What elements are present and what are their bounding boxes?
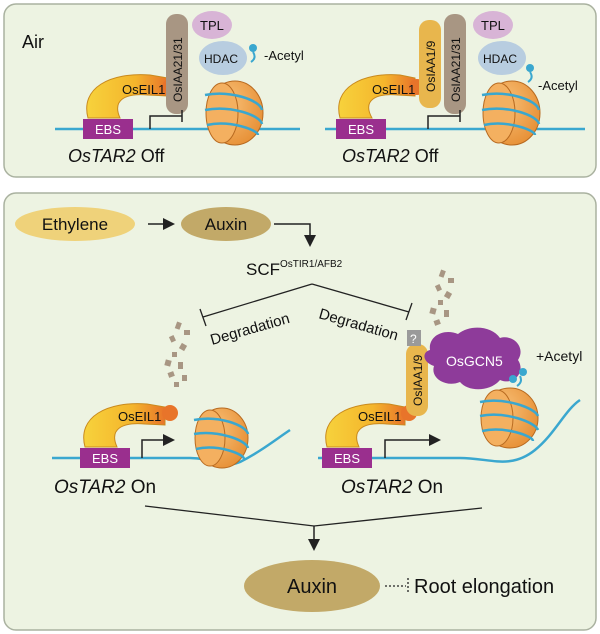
iaa19-repressor (419, 20, 441, 108)
acetyl-tail (250, 51, 256, 63)
iaa21-label: OsIAA21/31 (449, 37, 463, 102)
iaa-repressor (166, 14, 188, 114)
ebs-label: EBS (334, 451, 360, 466)
oseil1-protein (83, 403, 166, 448)
promoter-block (149, 110, 183, 129)
condition-label: Air (22, 32, 44, 52)
iaa19-repressor (406, 344, 428, 416)
oseil1-label: OsEIL1 (122, 82, 165, 97)
acetyl-dot (526, 64, 534, 72)
top-left-complex: EBS OsEIL1 OsIAA21/31 TPL HDAC -Acetyl O… (55, 11, 304, 166)
top-right-complex: EBS OsEIL1 OsIAA1/9 OsIAA21/31 TPL HDAC … (325, 11, 585, 166)
acetyl-dot-2 (509, 375, 517, 383)
dna-strand (318, 398, 581, 463)
inhibit-right-bar (405, 302, 413, 321)
auxin-output-node (244, 560, 380, 612)
bottom-left-complex: EBS OsEIL1 OsTAR2 On (52, 403, 291, 498)
acetyl-label: -Acetyl (538, 78, 578, 93)
ebs-box (322, 448, 372, 468)
osgcn5-label: OsGCN5 (446, 353, 503, 369)
oseil1-label: OsEIL1 (118, 409, 161, 424)
hdac-label: HDAC (483, 52, 517, 66)
inhibit-left-bar (199, 308, 207, 327)
ebs-box (83, 119, 133, 139)
iaa-repressor-label: OsIAA21/31 (171, 37, 185, 102)
transcription-arrow (141, 434, 175, 458)
osgcn5-blob (424, 327, 521, 390)
root-elongation-label: Root elongation (414, 576, 554, 598)
auxin-output-label: Auxin (287, 576, 337, 598)
scf-label: SCFOsTIR1/AFB2 (246, 259, 343, 279)
degraded-fragments-left (164, 321, 190, 387)
nucleosome (481, 80, 541, 146)
acetyl-tail (527, 71, 533, 83)
gene-label: OsTAR2 On (341, 477, 443, 498)
bottom-panel (3, 192, 597, 631)
ebs-box (80, 448, 130, 468)
nucleosome (204, 80, 264, 146)
oseil1-protein (338, 74, 416, 119)
tpl-bubble (473, 11, 513, 39)
auxin-to-scf-arrow (274, 223, 316, 247)
gene-label: OsTAR2 On (54, 477, 156, 498)
ebs-label: EBS (348, 122, 374, 137)
nucleosome (479, 387, 540, 449)
iaa19-label: OsIAA1/9 (411, 354, 425, 406)
tpl-label: TPL (200, 18, 224, 33)
degraded-fragments-right (429, 269, 454, 326)
auxin-label: Auxin (205, 215, 248, 234)
oseil1-protein (86, 74, 169, 119)
bottom-right-complex: EBS OsEIL1 OsIAA1/9 ? OsGCN5 +Acetyl OsT… (318, 327, 582, 498)
hdac-label: HDAC (204, 52, 238, 66)
tpl-label: TPL (481, 18, 505, 33)
oseil1-label: OsEIL1 (358, 409, 401, 424)
gene-label: OsTAR2 Off (342, 146, 439, 166)
nucleosome (193, 407, 250, 469)
ethylene-node (15, 207, 135, 241)
gene-label: OsTAR2 Off (68, 146, 165, 166)
ebs-box (336, 119, 386, 139)
hdac-bubble (478, 41, 526, 75)
tpl-bubble (192, 11, 232, 39)
unknown-label: ? (410, 332, 417, 346)
ebs-label: EBS (92, 451, 118, 466)
oseil1-label: OsEIL1 (372, 82, 415, 97)
acetyl-tail (516, 375, 522, 387)
iaa21-repressor (444, 14, 466, 114)
ebs-label: EBS (95, 122, 121, 137)
ethylene-label: Ethylene (42, 215, 108, 234)
hdac-bubble (199, 41, 247, 75)
auxin-node (181, 207, 271, 241)
acetyl-dot (249, 44, 257, 52)
acetyl-label: -Acetyl (264, 48, 304, 63)
inhibit-right (311, 283, 410, 313)
oseil1-protein (325, 403, 406, 448)
oseil1-tip (162, 405, 178, 421)
inhibit-left (202, 283, 313, 318)
iaa19-label: OsIAA1/9 (424, 40, 438, 92)
unknown-factor (407, 330, 421, 346)
transcription-arrow (384, 434, 441, 458)
acetyl-dot (519, 368, 527, 376)
promoter-block (427, 110, 461, 129)
acetyl-label: +Acetyl (536, 348, 582, 364)
